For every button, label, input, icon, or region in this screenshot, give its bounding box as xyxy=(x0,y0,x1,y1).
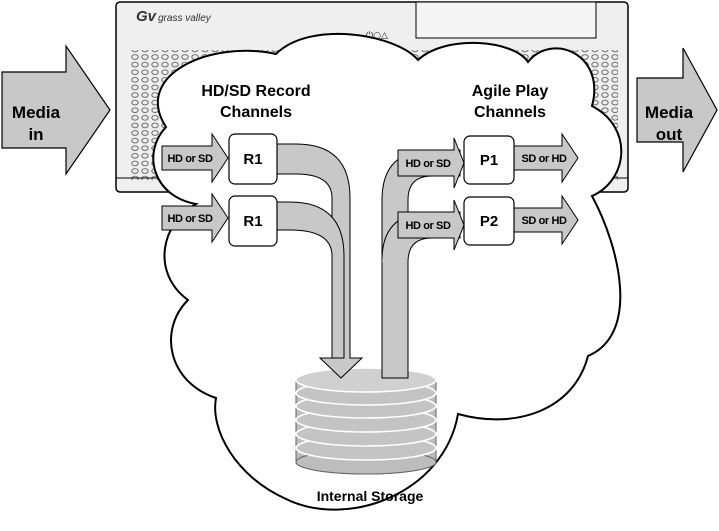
play-channel-box-2: P2 xyxy=(463,196,515,246)
play-input-tag-1: HD or SD xyxy=(405,158,451,170)
record-channel-label-1: R1 xyxy=(243,151,262,168)
media-out-label-line1: Media xyxy=(645,103,694,122)
brand-mark: Gv xyxy=(136,8,158,25)
record-channel-label-2: R1 xyxy=(243,213,262,230)
front-panel-symbols: ⏻○△ xyxy=(366,30,388,41)
record-title-line1: HD/SD Record xyxy=(201,83,310,100)
storage-label: Internal Storage xyxy=(317,488,424,504)
play-input-arrow-1: HD or SD xyxy=(397,137,465,189)
record-input-arrow-1: HD or SD xyxy=(161,132,229,184)
play-input-tag-2: HD or SD xyxy=(405,220,451,232)
record-input-arrow-2: HD or SD xyxy=(161,192,229,244)
record-channel-box-1: R1 xyxy=(228,133,278,185)
record-flow-arrows xyxy=(275,143,364,379)
record-input-tag-1: HD or SD xyxy=(167,153,213,165)
play-output-tag-2: SD or HD xyxy=(521,215,567,227)
record-channels-title: HD/SD Record Channels xyxy=(201,83,310,121)
play-output-tag-1: SD or HD xyxy=(521,153,567,165)
media-out-arrow: Media out xyxy=(636,47,718,173)
storage-disk-stack xyxy=(295,367,437,475)
play-title-line2: Channels xyxy=(474,104,546,121)
media-in-label-line1: Media xyxy=(12,103,61,122)
play-input-arrow-2: HD or SD xyxy=(397,199,465,251)
record-input-tag-2: HD or SD xyxy=(167,213,213,225)
play-output-arrow-2: SD or HD xyxy=(513,194,579,246)
brand-logo: Gv grass valley xyxy=(136,8,212,25)
play-channel-label-1: P1 xyxy=(480,152,498,169)
play-channel-box-1: P1 xyxy=(463,135,515,185)
brand-name: grass valley xyxy=(158,13,212,24)
play-output-arrow-1: SD or HD xyxy=(513,132,579,184)
play-channels-title: Agile Play Channels xyxy=(472,83,549,121)
media-out-label-line2: out xyxy=(656,125,683,144)
media-in-label-line2: in xyxy=(28,125,43,144)
media-in-arrow: Media in xyxy=(1,44,111,176)
record-title-line2: Channels xyxy=(220,104,292,121)
play-channel-label-2: P2 xyxy=(480,213,498,230)
record-channel-box-2: R1 xyxy=(228,195,278,247)
play-flow-arrows xyxy=(381,149,461,379)
play-title-line1: Agile Play xyxy=(472,83,549,100)
